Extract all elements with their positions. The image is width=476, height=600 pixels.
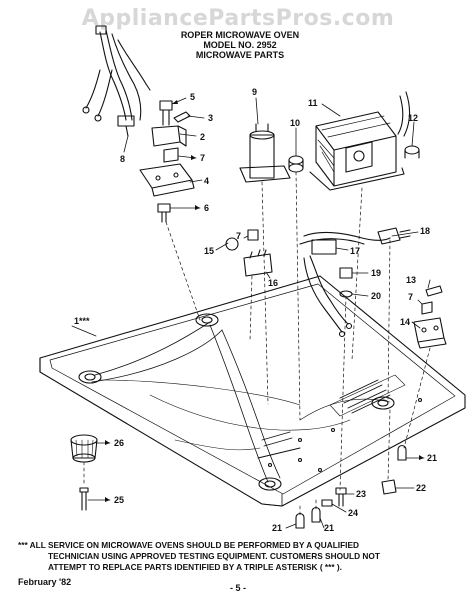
callout-15: 15 xyxy=(204,246,214,256)
callout-16: 16 xyxy=(268,278,278,288)
callout-17: 17 xyxy=(350,246,360,256)
page-number: - 5 - xyxy=(229,583,246,593)
leader-arrowheads xyxy=(105,100,424,502)
callout-26: 26 xyxy=(114,438,124,448)
callout-22: 22 xyxy=(416,483,426,493)
note-line-2: TECHNICIAN USING APPROVED TESTING EQUIPM… xyxy=(48,551,380,561)
callout-2: 2 xyxy=(200,132,205,142)
leveling-foot xyxy=(70,434,98,511)
callout-14: 14 xyxy=(400,317,410,327)
callout-21-middle: 21 xyxy=(324,523,334,533)
high-voltage-transformer xyxy=(309,111,405,191)
base-pan xyxy=(39,275,466,507)
switch-bracket-assembly xyxy=(139,100,195,223)
bushing xyxy=(288,155,304,173)
title-line-3: MICROWAVE PARTS xyxy=(195,50,285,60)
callout-3: 3 xyxy=(208,113,213,123)
callout-5: 5 xyxy=(190,92,195,102)
callout-12: 12 xyxy=(408,113,418,123)
callout-8: 8 xyxy=(120,154,125,164)
callout-25: 25 xyxy=(114,495,124,505)
power-cord-assembly xyxy=(299,227,411,338)
high-voltage-capacitor xyxy=(239,123,291,183)
callout-7-switch: 7 xyxy=(200,153,205,163)
thermal-protector xyxy=(225,229,273,277)
callout-7-terminal: 7 xyxy=(408,292,413,302)
note-line-1: *** ALL SERVICE ON MICROWAVE OVENS SHOUL… xyxy=(18,540,359,550)
note-line-3: ATTEMPT TO REPLACE PARTS IDENTIFIED BY A… xyxy=(48,562,342,572)
callout-18: 18 xyxy=(420,226,430,236)
watermark: AppliancePartsPros.com xyxy=(81,6,395,31)
callout-21-right: 21 xyxy=(427,453,437,463)
publication-date: February '82 xyxy=(18,577,72,587)
callout-7-thermal: 7 xyxy=(236,231,241,241)
callout-20: 20 xyxy=(371,291,381,301)
diagram-title: ROPER MICROWAVE OVEN MODEL NO. 2952 MICR… xyxy=(170,30,310,60)
terminal-leads xyxy=(397,91,420,159)
callout-13: 13 xyxy=(406,275,416,285)
callout-10: 10 xyxy=(290,118,300,128)
callout-1: 1*** xyxy=(74,316,90,326)
terminal-block xyxy=(413,285,447,349)
callout-21-left: 21 xyxy=(272,523,282,533)
callout-6: 6 xyxy=(204,203,209,213)
callout-4: 4 xyxy=(204,176,209,186)
nut-and-washer xyxy=(339,267,353,298)
callout-11: 11 xyxy=(308,98,318,108)
title-line-1: ROPER MICROWAVE OVEN xyxy=(180,30,300,40)
service-warning-note: *** ALL SERVICE ON MICROWAVE OVENS SHOUL… xyxy=(18,540,458,573)
callout-23: 23 xyxy=(356,489,366,499)
title-line-2: MODEL NO. 2952 xyxy=(203,40,277,50)
callout-9: 9 xyxy=(252,87,257,97)
assembly-lines xyxy=(83,171,431,517)
callout-19: 19 xyxy=(371,268,381,278)
wire-harness xyxy=(82,25,151,137)
callout-24: 24 xyxy=(348,508,358,518)
